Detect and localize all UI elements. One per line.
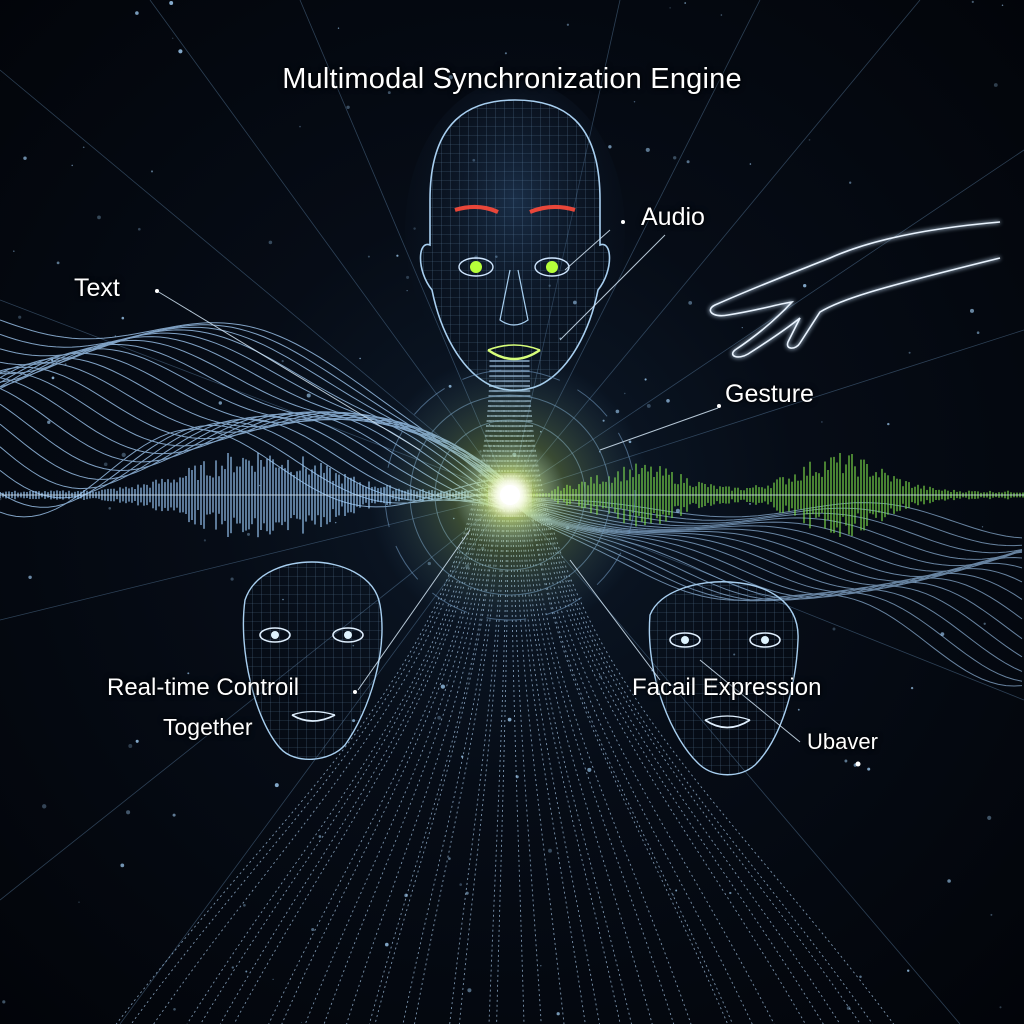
label-facial-expression: Facail Expression [632, 674, 822, 701]
label-text: Text [74, 274, 120, 302]
energy-core-icon [370, 355, 650, 635]
wireframe-head-icon [405, 80, 625, 392]
label-realtime-control: Real-time Controil [107, 674, 300, 701]
hand-outline [709, 221, 1001, 358]
label-together: Together [163, 714, 253, 740]
label-anchor-dots [155, 220, 861, 767]
wireframe-face-left-icon [242, 561, 383, 761]
label-ubaver: Ubaver [807, 729, 878, 754]
label-gesture: Gesture [725, 380, 814, 408]
label-audio: Audio [641, 203, 705, 231]
page-title: Multimodal Synchronization Engine [282, 63, 742, 95]
wireframe-face-right-icon [648, 581, 799, 776]
label-leader-lines [156, 229, 801, 743]
